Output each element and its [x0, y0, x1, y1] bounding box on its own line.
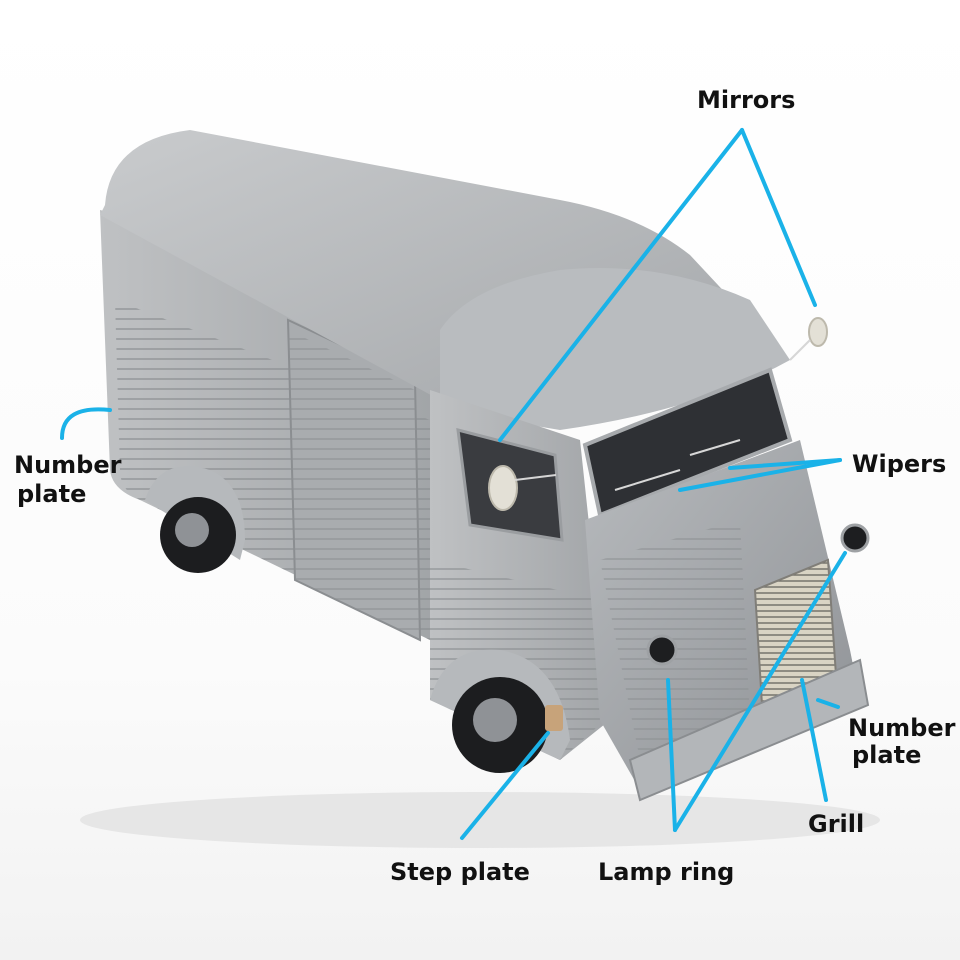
label-number-plate-left-line1: Number — [14, 451, 122, 479]
roof-front-hood — [440, 268, 790, 430]
left-headlamp — [646, 634, 678, 666]
front-bumper — [628, 658, 870, 802]
callout-lamp-ring-right — [673, 551, 847, 832]
callout-mirrors-left — [498, 128, 744, 442]
callout-wipers-1 — [728, 458, 842, 470]
callout-step-plate — [460, 731, 550, 840]
callout-lamp-ring-left — [666, 678, 677, 832]
left-mirror — [488, 465, 518, 511]
label-number-plate-left-line2: plate — [17, 480, 87, 508]
ground-shadow — [80, 792, 880, 848]
front-ribs — [600, 520, 750, 760]
callout-wipers-2 — [678, 458, 842, 492]
wiper-2 — [689, 439, 741, 456]
label-mirrors: Mirrors — [697, 86, 796, 114]
rear-hub — [175, 513, 209, 547]
wiper-1 — [614, 469, 681, 491]
callout-grill — [800, 678, 828, 802]
right-mirror-arm — [789, 339, 811, 361]
callout-number-plate-right — [816, 698, 840, 709]
side-door-ribs — [288, 330, 420, 640]
callout-number-plate-left — [60, 407, 112, 440]
front-hub — [473, 698, 517, 742]
label-number-plate-right-line1: Number — [848, 714, 956, 742]
callout-mirrors-right — [740, 128, 817, 307]
label-number-plate-right-line2: plate — [852, 741, 922, 769]
left-mirror-arm — [514, 474, 557, 481]
right-headlamp — [840, 523, 870, 553]
label-lamp-ring: Lamp ring — [598, 858, 735, 886]
windscreen — [582, 367, 793, 518]
step-plate — [545, 705, 563, 731]
label-step-plate: Step plate — [390, 858, 530, 886]
label-grill: Grill — [808, 810, 865, 838]
label-wipers: Wipers — [852, 450, 947, 478]
callout-lines — [60, 128, 847, 840]
right-mirror — [808, 317, 828, 347]
